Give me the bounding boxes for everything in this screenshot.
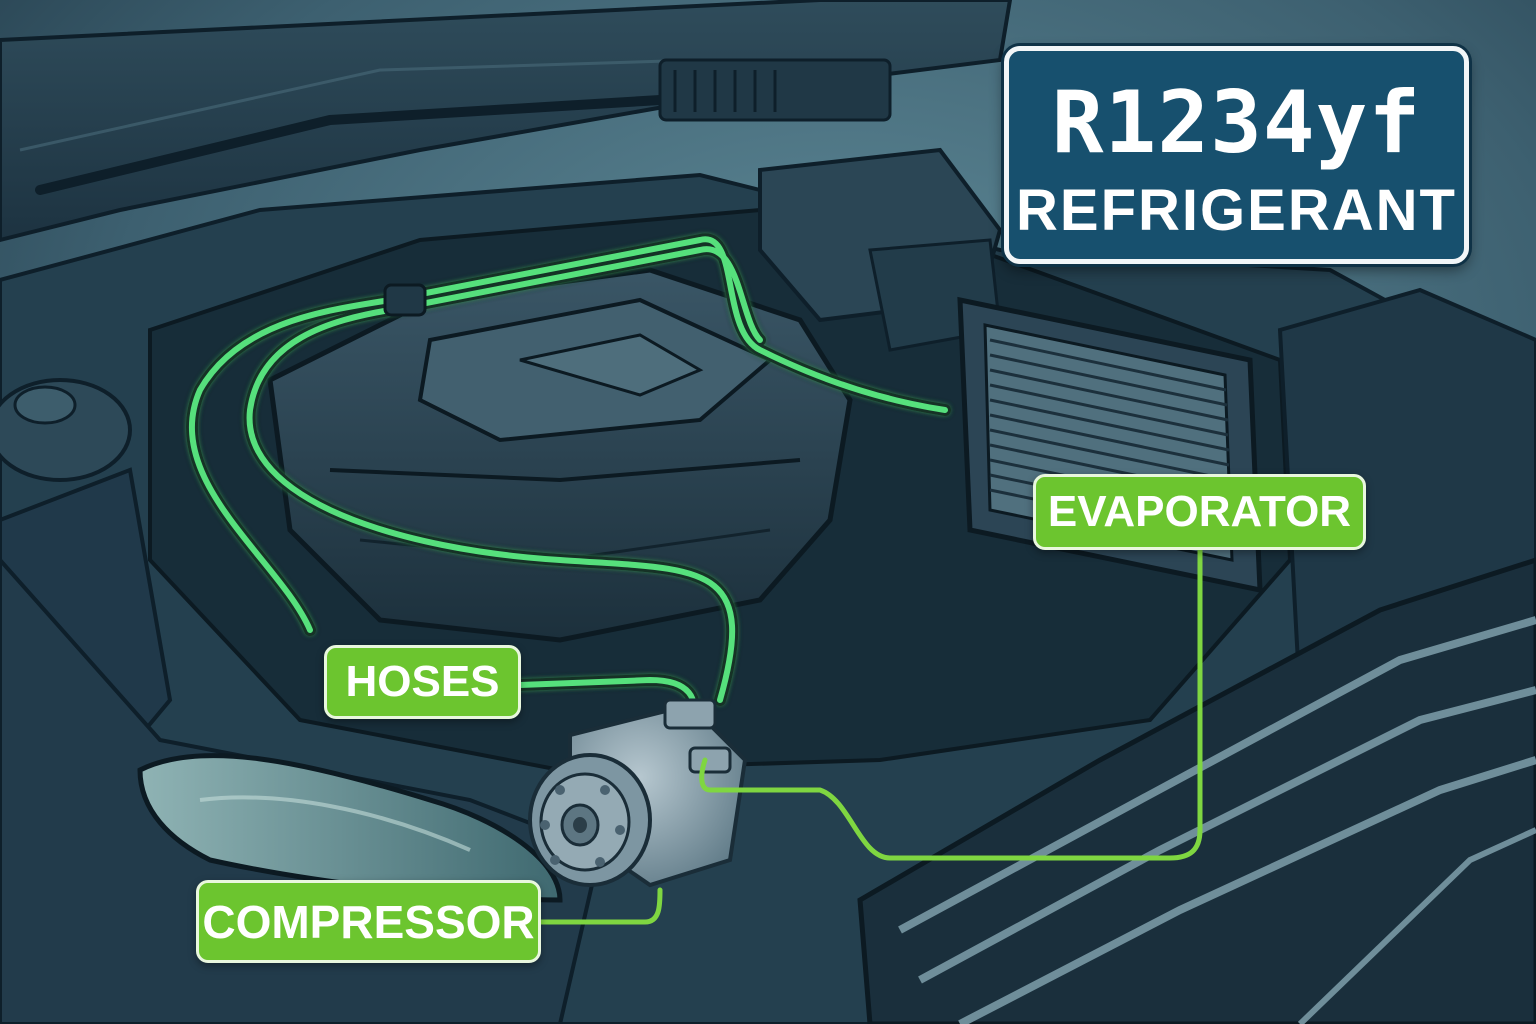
title-refrigerant-code: R1234yf bbox=[1051, 73, 1422, 173]
label-hoses: HOSES bbox=[324, 645, 521, 719]
headlight bbox=[137, 753, 563, 903]
label-evaporator: EVAPORATOR bbox=[1033, 474, 1366, 550]
hose-line-2 bbox=[246, 246, 763, 703]
ac-compressor bbox=[528, 698, 748, 888]
hose-line-1 bbox=[189, 236, 948, 633]
leader-lines bbox=[537, 545, 1203, 925]
label-compressor: COMPRESSOR bbox=[196, 880, 541, 963]
refrigerant-hoses bbox=[186, 233, 951, 726]
evaporator-leader bbox=[699, 545, 1203, 861]
title-badge: R1234yf REFRIGERANT bbox=[1004, 46, 1469, 264]
wiper-arm bbox=[35, 95, 665, 195]
title-refrigerant-word: REFRIGERANT bbox=[1016, 178, 1457, 243]
hose-clamp bbox=[383, 283, 427, 317]
compressor-leader bbox=[537, 887, 663, 925]
